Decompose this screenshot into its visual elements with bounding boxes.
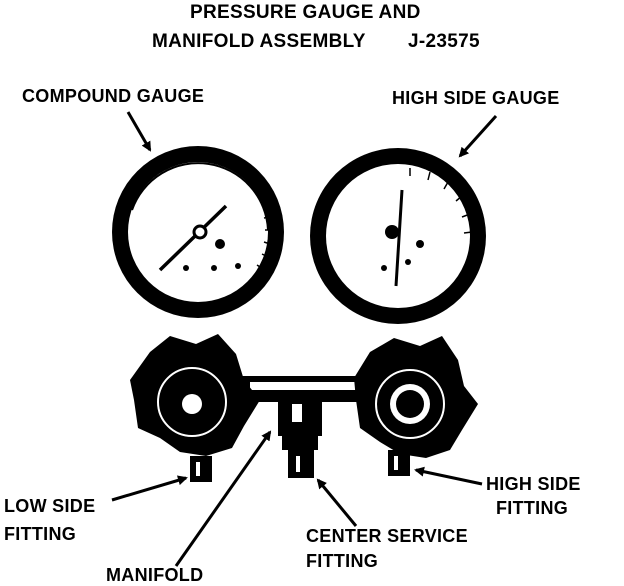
center-service-fitting xyxy=(288,450,314,478)
manifold-arrow xyxy=(174,430,272,567)
low-side-knob xyxy=(130,334,260,482)
manifold-label: MANIFOLD xyxy=(106,565,204,585)
high-side-fitting-label-2: FITTING xyxy=(496,498,569,518)
high-side-fitting-label-1: HIGH SIDE xyxy=(486,474,581,494)
part-number: J-23575 xyxy=(408,31,480,52)
compound-gauge-needle xyxy=(158,204,228,272)
high-side-knob xyxy=(354,336,478,476)
low-side-fitting-label-1: LOW SIDE xyxy=(4,496,96,516)
callout-arrows xyxy=(111,111,498,567)
title-line-1: PRESSURE GAUGE AND xyxy=(190,2,421,23)
high-side-gauge-ticks xyxy=(409,168,473,234)
title-line-2: MANIFOLD ASSEMBLY xyxy=(152,31,366,52)
high-side-gauge-needle xyxy=(394,189,404,287)
compound-gauge-ticks xyxy=(256,203,271,270)
high-side-gauge-label: HIGH SIDE GAUGE xyxy=(392,88,560,108)
compound-gauge xyxy=(112,146,284,318)
low-side-fitting-label-2: FITTING xyxy=(4,524,77,544)
high-side-fitting-arrow xyxy=(414,466,483,486)
center-service-fitting-label-1: CENTER SERVICE xyxy=(306,526,468,546)
low-side-fitting-arrow xyxy=(111,475,188,502)
compound-gauge-label: COMPOUND GAUGE xyxy=(22,86,205,106)
center-service-fitting-label-2: FITTING xyxy=(306,551,379,571)
manifold-body xyxy=(236,376,376,450)
compound-gauge-arrow xyxy=(126,111,152,152)
high-side-gauge-arrow xyxy=(458,114,498,158)
high-side-gauge xyxy=(310,148,486,324)
center-service-fitting-arrow xyxy=(316,478,358,527)
